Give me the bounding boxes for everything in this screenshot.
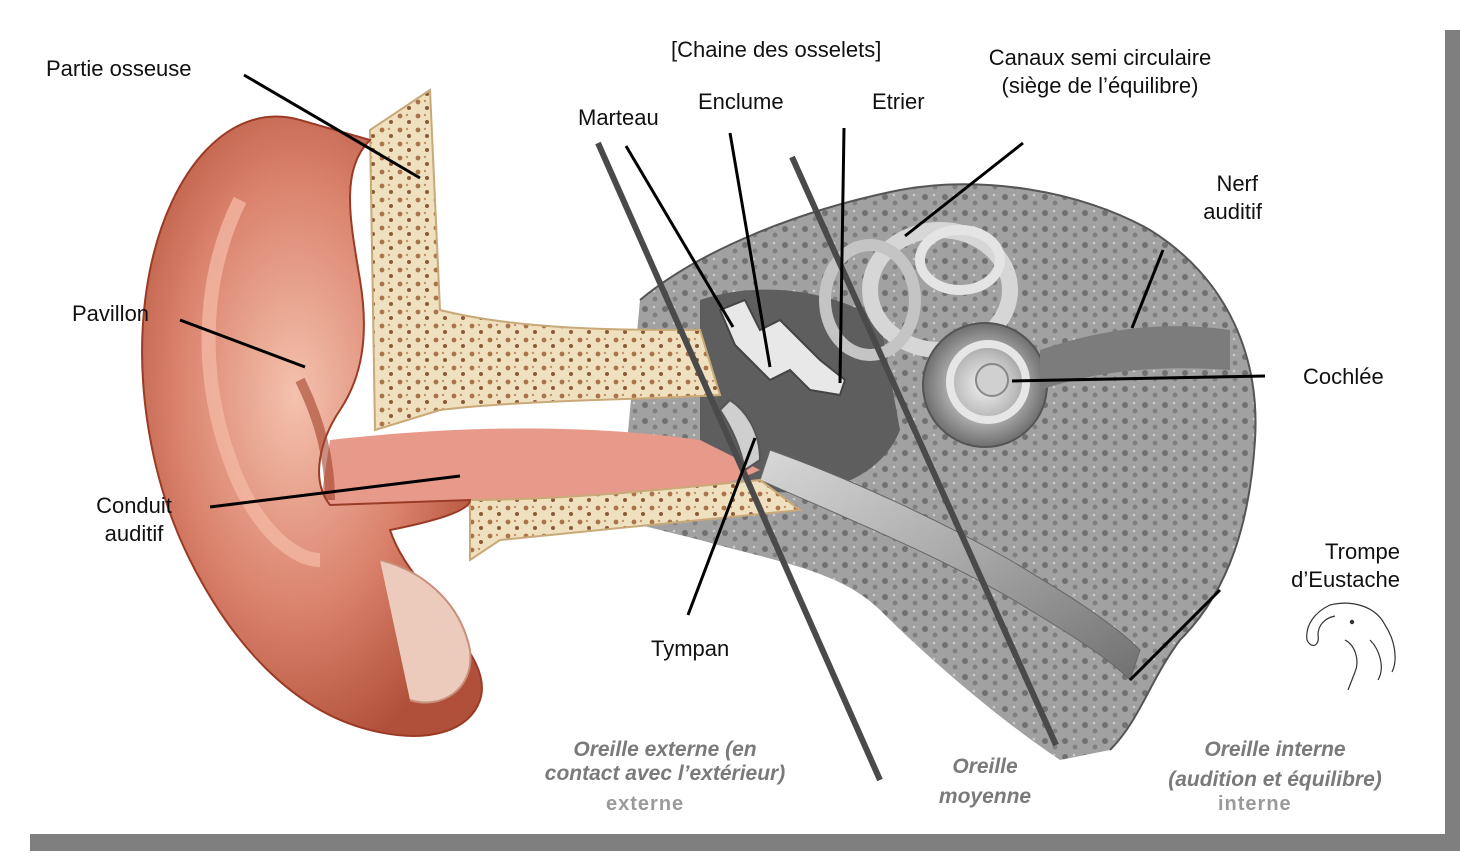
bone-upper-canal — [370, 90, 720, 430]
zone-oreille-interne: Oreille interne (audition et équilibre) — [1130, 738, 1420, 792]
label-conduit-line1: Conduit — [84, 494, 184, 518]
label-canaux-line1: Canaux semi circulaire — [955, 46, 1245, 70]
label-conduit: Conduit auditif — [84, 494, 184, 546]
zone-externe-line2: contact avec l’extérieur) — [500, 762, 830, 786]
ghost-externe: externe — [606, 793, 684, 816]
label-canaux: Canaux semi circulaire (siège de l’équil… — [955, 46, 1245, 98]
label-tympan: Tympan — [651, 637, 729, 661]
label-pavillon: Pavillon — [72, 302, 149, 326]
label-nerf: Nerf auditif — [1200, 172, 1262, 224]
zone-oreille-moyenne: Oreille moyenne — [910, 755, 1060, 809]
frame-shadow-bottom — [30, 834, 1460, 851]
label-nerf-line1: Nerf — [1200, 172, 1262, 196]
frame-shadow-right — [1445, 30, 1460, 848]
zone-moyenne-line1: Oreille — [910, 755, 1060, 779]
zone-externe-line1: Oreille externe (en — [500, 738, 830, 762]
label-trompe-line2: d’Eustache — [1280, 568, 1400, 592]
label-marteau: Marteau — [578, 106, 659, 130]
label-cochlee: Cochlée — [1303, 365, 1384, 389]
label-trompe-line1: Trompe — [1280, 540, 1400, 564]
label-trompe: Trompe d’Eustache — [1280, 540, 1400, 592]
elephant-icon — [1307, 603, 1395, 690]
label-enclume: Enclume — [698, 90, 784, 114]
zone-interne-line2: (audition et équilibre) — [1130, 768, 1420, 792]
zone-interne-line1: Oreille interne — [1130, 738, 1420, 762]
ghost-interne: interne — [1218, 793, 1292, 816]
label-etrier: Etrier — [872, 90, 925, 114]
label-conduit-line2: auditif — [84, 522, 184, 546]
label-partie-osseuse: Partie osseuse — [46, 57, 192, 81]
label-nerf-line2: auditif — [1200, 200, 1262, 224]
cochlea-core — [976, 364, 1008, 396]
zone-moyenne-line2: moyenne — [910, 785, 1060, 809]
label-chaine-osselets: [Chaine des osselets] — [671, 38, 881, 62]
label-canaux-line2: (siège de l’équilibre) — [955, 74, 1245, 98]
zone-oreille-externe: Oreille externe (en contact avec l’extér… — [500, 738, 830, 786]
